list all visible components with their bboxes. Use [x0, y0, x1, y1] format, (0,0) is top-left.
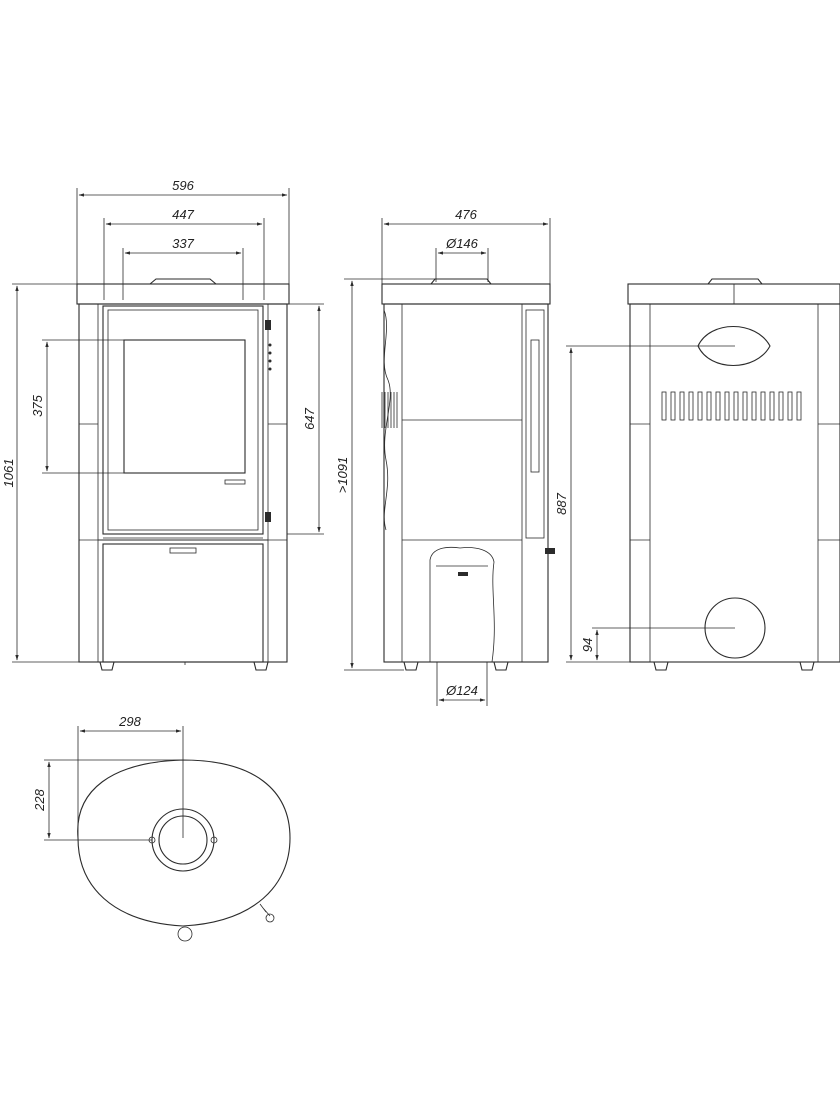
- front-door: [102, 305, 264, 535]
- front-top-slab: [76, 283, 290, 305]
- dim-side-flue-diameter: Ø146: [445, 236, 479, 251]
- dim-rear-air-height: 94: [580, 638, 595, 652]
- side-flue-collar: [430, 278, 492, 285]
- front-foot-right: [253, 661, 269, 671]
- dim-top-flue-y: 228: [32, 788, 47, 811]
- front-drawer: [102, 543, 264, 663]
- front-glass: [123, 339, 246, 474]
- dim-front-width-inner: 337: [172, 236, 194, 251]
- dim-front-window-height: 375: [30, 394, 45, 416]
- top-view: 298 228: [32, 714, 291, 942]
- front-flue-collar: [149, 278, 217, 285]
- dim-side-air-diameter: Ø124: [445, 683, 478, 698]
- dim-side-depth: 476: [455, 207, 477, 222]
- front-body: [78, 303, 288, 663]
- front-foot-left: [99, 661, 115, 671]
- dim-side-height: >1091: [335, 457, 350, 494]
- top-knob: [265, 913, 275, 923]
- rear-vent-slots: [661, 391, 802, 421]
- dim-front-height-total: 1061: [1, 459, 16, 488]
- dim-front-width-total: 596: [172, 178, 194, 193]
- rear-flue-outlet: [697, 326, 771, 366]
- side-top-slab: [381, 283, 551, 305]
- dim-top-flue-x: 298: [118, 714, 141, 729]
- side-body: [383, 303, 549, 663]
- rear-body: [629, 303, 840, 663]
- top-foot: [177, 926, 193, 942]
- dim-rear-flue-height: 887: [554, 492, 569, 514]
- side-air-duct: [429, 546, 495, 663]
- side-handle: [545, 548, 555, 554]
- side-vent-grille: [381, 392, 398, 428]
- top-flue-ring-inner: [158, 815, 208, 865]
- dim-front-door-height: 647: [302, 407, 317, 429]
- rear-view: 887 94: [554, 278, 840, 671]
- top-outline: [77, 759, 291, 927]
- front-view: 596 447 337 1061 375 647: [1, 178, 324, 671]
- side-view: 476 Ø146 >1091 Ø124: [335, 207, 555, 706]
- dim-front-width-mid: 447: [172, 207, 194, 222]
